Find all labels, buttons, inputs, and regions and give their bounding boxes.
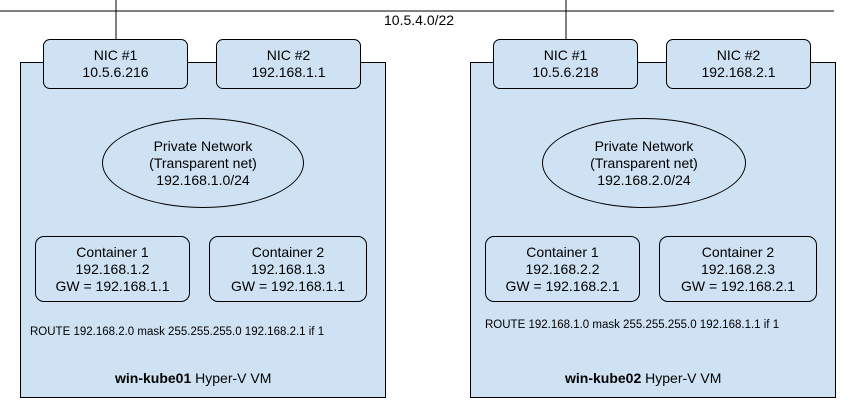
vm2-container1: Container 1 192.168.2.2 GW = 192.168.2.1 xyxy=(485,236,640,302)
vm1-name-label: win-kube01 Hyper-V VM xyxy=(115,370,271,386)
vm1-container2-title: Container 2 xyxy=(251,243,325,260)
vm1-nic1: NIC #1 10.5.6.216 xyxy=(43,39,188,89)
vm1-private-network-type: (Transparent net) xyxy=(149,154,257,171)
vm1-container1-ip: 192.168.1.2 xyxy=(75,260,150,277)
vm2-name-label: win-kube02 Hyper-V VM xyxy=(565,370,721,386)
vm1-hostname: win-kube01 xyxy=(115,370,192,386)
vm2-nic2: NIC #2 192.168.2.1 xyxy=(666,39,811,89)
vm2-container2-ip: 192.168.2.3 xyxy=(701,260,775,277)
vm1-private-network: Private Network (Transparent net) 192.16… xyxy=(102,118,304,208)
vm2-container xyxy=(470,62,836,398)
vm1-route-command: ROUTE 192.168.2.0 mask 255.255.255.0 192… xyxy=(30,326,325,338)
vm2-private-network-type: (Transparent net) xyxy=(590,154,698,171)
vm2-nic1-ip: 10.5.6.218 xyxy=(532,64,599,80)
vm2-container1-gw: GW = 192.168.2.1 xyxy=(505,277,620,294)
vm1-nic2: NIC #2 192.168.1.1 xyxy=(216,39,361,89)
vm2-route-command: ROUTE 192.168.1.0 mask 255.255.255.0 192… xyxy=(485,319,780,331)
vm2-container1-title: Container 1 xyxy=(526,243,599,260)
network-subnet-label: 10.5.4.0/22 xyxy=(384,12,455,28)
vm1-nic2-ip: 192.168.1.1 xyxy=(251,64,326,80)
vm2-private-network-name: Private Network xyxy=(594,137,694,154)
vm1-private-network-name: Private Network xyxy=(153,137,253,154)
vm2-container1-ip: 192.168.2.2 xyxy=(525,260,600,277)
vm1-nic2-title: NIC #2 xyxy=(266,47,311,63)
vm1-nic1-title: NIC #1 xyxy=(93,47,138,63)
vm2-nic2-ip: 192.168.2.1 xyxy=(701,64,776,80)
vm2-nic2-title: NIC #2 xyxy=(716,47,761,63)
vm1-container1: Container 1 192.168.1.2 GW = 192.168.1.1 xyxy=(35,236,190,302)
vm2-hostname: win-kube02 xyxy=(565,370,642,386)
vm1-nic1-ip: 10.5.6.216 xyxy=(82,64,149,80)
vm1-container xyxy=(20,62,386,398)
vm1-container1-gw: GW = 192.168.1.1 xyxy=(55,277,170,294)
vm1-container2: Container 2 192.168.1.3 GW = 192.168.1.1 xyxy=(209,236,367,302)
vm1-container2-gw: GW = 192.168.1.1 xyxy=(230,277,346,294)
vm1-container2-ip: 192.168.1.3 xyxy=(251,260,325,277)
vm2-container2-gw: GW = 192.168.2.1 xyxy=(680,277,796,294)
vm2-private-network-subnet: 192.168.2.0/24 xyxy=(597,171,691,188)
vm2-type: Hyper-V VM xyxy=(645,370,722,386)
vm1-type: Hyper-V VM xyxy=(195,370,272,386)
vm2-nic1-title: NIC #1 xyxy=(543,47,588,63)
vm2-container2: Container 2 192.168.2.3 GW = 192.168.2.1 xyxy=(659,236,817,302)
vm1-container1-title: Container 1 xyxy=(76,243,149,260)
vm1-private-network-subnet: 192.168.1.0/24 xyxy=(156,171,250,188)
vm2-container2-title: Container 2 xyxy=(701,243,775,260)
vm2-nic1: NIC #1 10.5.6.218 xyxy=(493,39,638,89)
vm2-private-network: Private Network (Transparent net) 192.16… xyxy=(542,118,746,208)
